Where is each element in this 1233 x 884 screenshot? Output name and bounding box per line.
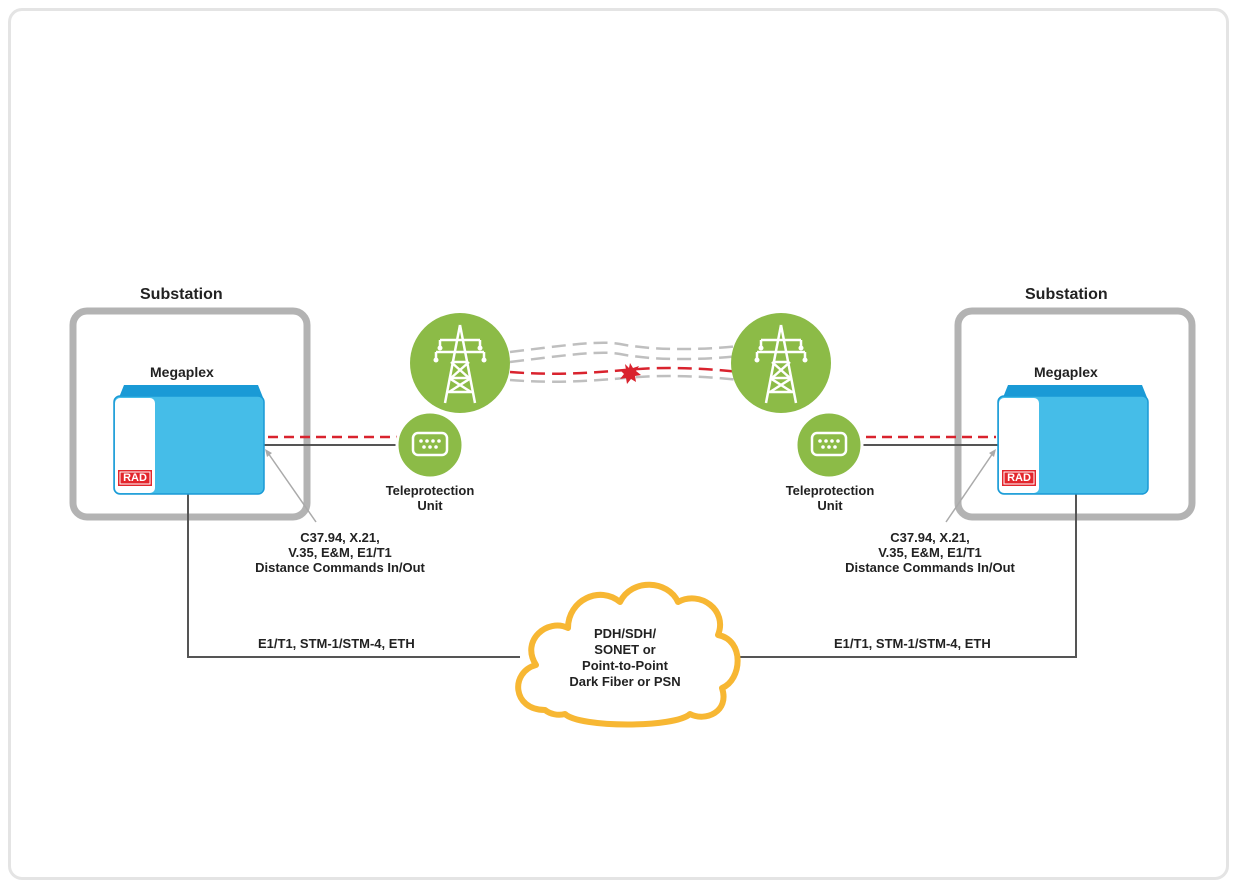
device-name-right: Megaplex (1034, 364, 1098, 380)
unit-label-line: Teleprotection (385, 483, 475, 498)
megaplex-device-right (997, 385, 1149, 495)
interfaces-line: Distance Commands In/Out (845, 560, 1015, 575)
teleprotection-unit-icon (395, 410, 465, 480)
rad-logo-right: RAD (1007, 472, 1031, 484)
megaplex-device-left (113, 385, 265, 495)
rad-logo-left: RAD (123, 472, 147, 484)
callout-arrow-right (945, 449, 996, 523)
site-title-right: Substation (1025, 286, 1108, 303)
unit-label-line: Teleprotection (785, 483, 875, 498)
network-line: SONET or (594, 642, 656, 657)
network-line: Point-to-Point (582, 658, 668, 673)
power-tower-icon-right (731, 313, 831, 413)
network-line: Dark Fiber or PSN (569, 674, 681, 689)
power-tower-icon (410, 313, 510, 413)
interfaces-line: C37.94, X.21, (300, 530, 380, 545)
interfaces-line: V.35, E&M, E1/T1 (288, 545, 392, 560)
teleprotection-unit-icon-right (794, 410, 864, 480)
unit-label-left: Teleprotection Unit (370, 483, 490, 513)
cloud-icon (515, 581, 741, 728)
interfaces-line: Distance Commands In/Out (255, 560, 425, 575)
interfaces-line: V.35, E&M, E1/T1 (878, 545, 982, 560)
interfaces-line: C37.94, X.21, (890, 530, 970, 545)
site-title-left: Substation (140, 286, 223, 303)
callout-arrow-left (265, 449, 317, 523)
device-name-left: Megaplex (150, 364, 214, 380)
network-line: PDH/SDH/ (593, 626, 657, 641)
wan-link-right (728, 492, 1077, 658)
unit-label-line: Unit (817, 498, 843, 513)
network-label: PDH/SDH/ SONET or Point-to-Point Dark Fi… (560, 626, 690, 690)
fault-spark-icon (620, 363, 641, 384)
wan-label-left: E1/T1, STM-1/STM-4, ETH (258, 636, 415, 651)
unit-label-line: Unit (417, 498, 443, 513)
interfaces-label-left: C37.94, X.21, V.35, E&M, E1/T1 Distance … (240, 530, 440, 575)
wan-label-right: E1/T1, STM-1/STM-4, ETH (834, 636, 991, 651)
interfaces-label-right: C37.94, X.21, V.35, E&M, E1/T1 Distance … (830, 530, 1030, 575)
substation-left-box (69, 307, 311, 521)
unit-label-right: Teleprotection Unit (770, 483, 890, 513)
wan-link-left (187, 492, 520, 658)
